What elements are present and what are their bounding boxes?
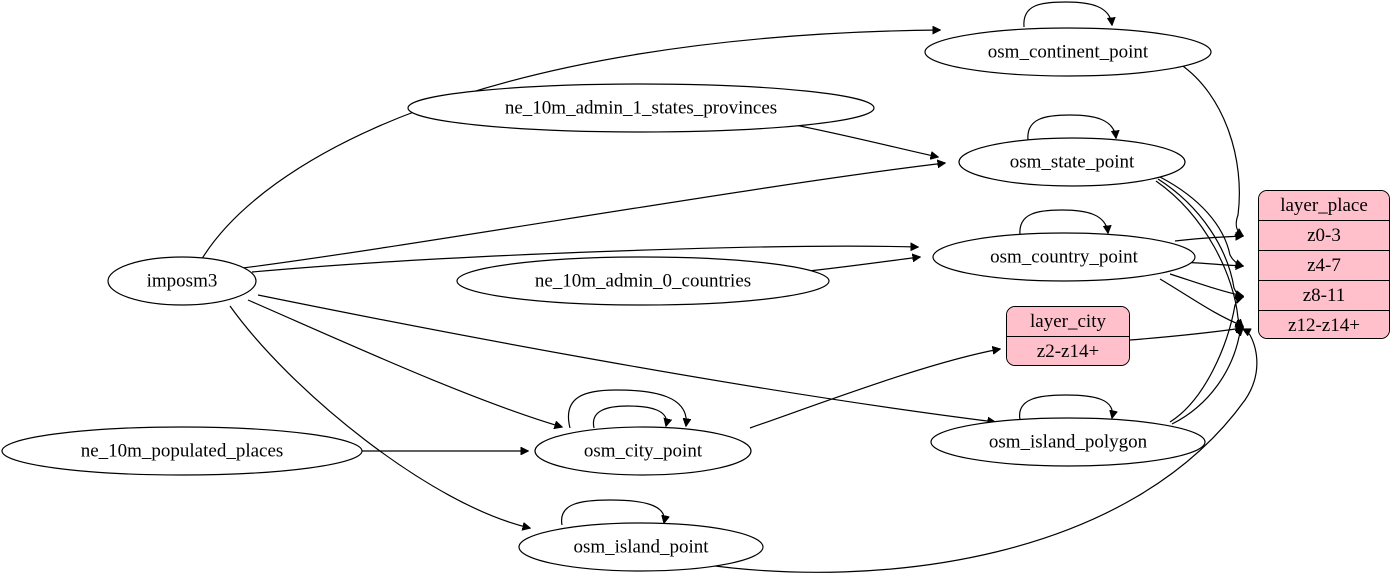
record-row-z12-z14plus[interactable]: z12-z14+: [1259, 311, 1389, 338]
edge-ne_states-to-osm_state_point: [794, 124, 938, 157]
record-node-layer_city[interactable]: layer_city z2-z14+: [1006, 306, 1130, 366]
edge-imposm3-to-osm_island_polygon: [257, 294, 995, 422]
node-osm_city_point[interactable]: osm_city_point: [534, 426, 752, 476]
node-osm_continent_point[interactable]: osm_continent_point: [924, 27, 1212, 77]
node-label-ne-states: ne_10m_admin_1_states_provinces: [505, 97, 777, 118]
record-title-layer_place: layer_place: [1259, 191, 1389, 221]
self-loop-osm_continent_point: [1023, 1, 1112, 28]
record-row-z8-11[interactable]: z8-11: [1259, 281, 1389, 311]
node-imposm3[interactable]: imposm3: [107, 256, 257, 306]
edge-imposm3-to-osm_city_point: [247, 299, 562, 427]
record-row-z2-z14plus[interactable]: z2-z14+: [1007, 337, 1129, 365]
node-label-osm-island-polygon: osm_island_polygon: [989, 431, 1148, 452]
record-row-z0-3[interactable]: z0-3: [1259, 221, 1389, 251]
node-ne_10m_admin_0_countries[interactable]: ne_10m_admin_0_countries: [456, 256, 830, 306]
self-loop-osm_city_point-inner: [592, 405, 666, 429]
edge-osm_country_point-to-layer_place-z0-3: [1174, 236, 1243, 242]
node-ne_10m_populated_places[interactable]: ne_10m_populated_places: [1, 426, 363, 476]
self-loop-osm_island_polygon: [1019, 394, 1113, 421]
node-ne_10m_admin_1_states_provinces[interactable]: ne_10m_admin_1_states_provinces: [407, 83, 875, 133]
edge-layer_city-to-layer_place-z12: [1129, 328, 1243, 341]
edge-imposm3-to-osm_state_point: [242, 163, 945, 269]
edge-imposm3-to-osm_continent_point: [199, 30, 940, 263]
edge-imposm3-to-osm_country_point: [251, 246, 918, 273]
node-label-ne-countries: ne_10m_admin_0_countries: [535, 270, 751, 291]
edge-osm_island_polygon-to-layer_place-z8-11: [1169, 297, 1243, 423]
node-label-ne-places: ne_10m_populated_places: [81, 440, 284, 461]
node-osm_state_point[interactable]: osm_state_point: [958, 137, 1186, 187]
self-loop-osm_country_point: [1019, 209, 1108, 236]
edge-osm_island_point-to-layer_place-z12: [699, 329, 1258, 573]
edge-osm_continent_point-to-layer_place-z0-3: [1179, 63, 1243, 236]
node-label-osm-island-point: osm_island_point: [573, 536, 709, 557]
record-title-layer_city: layer_city: [1007, 307, 1129, 337]
edge-osm_country_point-to-layer_place-z12: [1159, 278, 1243, 326]
edge-osm_city_point-to-layer_city: [749, 349, 1000, 429]
node-osm_island_polygon[interactable]: osm_island_polygon: [930, 417, 1206, 467]
self-loop-osm_city_point-outer: [567, 389, 686, 429]
node-osm_island_point[interactable]: osm_island_point: [518, 522, 764, 572]
record-node-layer_place[interactable]: layer_place z0-3 z4-7 z8-11 z12-z14+: [1258, 190, 1390, 339]
node-label-imposm3: imposm3: [147, 270, 218, 291]
node-label-osm-state-point: osm_state_point: [1010, 151, 1135, 172]
edge-osm_island_polygon-to-layer_place-z12: [1171, 328, 1243, 425]
record-row-z4-7[interactable]: z4-7: [1259, 251, 1389, 281]
self-loop-osm_island_point: [561, 499, 665, 526]
edge-group: [199, 1, 1258, 573]
node-label-osm-city-point: osm_city_point: [584, 440, 703, 461]
node-osm_country_point[interactable]: osm_country_point: [932, 232, 1196, 282]
node-label-osm-continent-point: osm_continent_point: [988, 41, 1149, 62]
self-loop-osm_state_point: [1027, 114, 1116, 141]
edge-imposm3-to-osm_island_point: [229, 305, 530, 528]
node-label-osm-country-point: osm_country_point: [990, 246, 1138, 267]
edge-ne_countries-to-osm_country_point: [799, 257, 920, 273]
edge-osm_country_point-to-layer_place-z8-11: [1169, 273, 1243, 296]
node-group: imposm3 ne_10m_admin_1_states_provinces …: [1, 27, 1212, 572]
